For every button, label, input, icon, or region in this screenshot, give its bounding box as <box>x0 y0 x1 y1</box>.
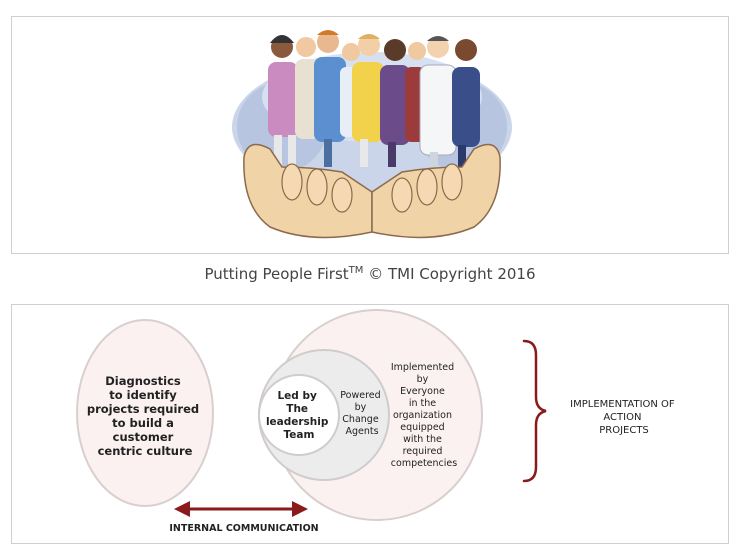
diagram-panel: Diagnostics to identify projects require… <box>11 304 729 544</box>
caption-copyright: © TMI Copyright 2016 <box>363 265 536 283</box>
change-agents-line: by <box>355 402 367 413</box>
change-agents-text: Powered by Change Agents <box>340 390 383 437</box>
diagnostics-line: projects required <box>87 402 199 416</box>
everyone-text: Implemented by Everyone in the organizat… <box>391 362 457 469</box>
everyone-line: required <box>403 446 443 457</box>
culture-diagram: Diagnostics to identify projects require… <box>76 309 678 534</box>
everyone-line: with the <box>403 434 442 445</box>
implementation-text: IMPLEMENTATION OF ACTION PROJECTS <box>570 399 678 436</box>
diagnostics-line: centric culture <box>98 444 193 458</box>
everyone-line: Everyone <box>400 386 445 397</box>
curly-brace-icon <box>522 339 547 483</box>
change-agents-line: Powered <box>340 390 380 401</box>
caption-text: Putting People First <box>204 265 349 283</box>
everyone-line: organization <box>393 410 452 421</box>
leadership-line: The <box>286 403 308 415</box>
change-agents-line: Agents <box>345 426 378 437</box>
everyone-line: Implemented <box>391 362 454 373</box>
implementation-line: IMPLEMENTATION OF <box>570 399 675 410</box>
diagnostics-line: to identify <box>109 388 177 402</box>
illustration-panel <box>11 16 729 254</box>
leadership-circle <box>258 374 340 456</box>
leadership-line: leadership <box>266 416 329 428</box>
trademark-superscript: TM <box>348 265 364 276</box>
everyone-line: by <box>417 374 429 385</box>
everyone-line: equipped <box>400 422 444 433</box>
implementation-line: ACTION <box>603 412 641 423</box>
people-in-hands-illustration <box>232 30 512 239</box>
leadership-line: Led by <box>277 390 316 402</box>
implementation-line: PROJECTS <box>599 425 649 436</box>
diagnostics-line: Diagnostics <box>105 374 181 388</box>
crowd-of-people <box>268 30 480 170</box>
everyone-line: competencies <box>391 458 457 469</box>
diagnostics-line: customer <box>113 430 174 444</box>
diagnostics-text: Diagnostics to identify projects require… <box>87 374 203 458</box>
change-agents-line: Change <box>342 414 379 425</box>
double-arrow-icon <box>174 501 308 517</box>
diagnostics-circle <box>76 319 214 507</box>
leadership-text: Led by The leadership Team <box>266 390 332 441</box>
diagnostics-line: to build a <box>112 416 174 430</box>
leadership-line: Team <box>284 429 315 441</box>
illustration-caption: Putting People FirstTM © TMI Copyright 2… <box>0 265 740 283</box>
cupped-hands <box>243 143 501 239</box>
everyone-line: in the <box>409 398 436 409</box>
internal-communication-label: INTERNAL COMMUNICATION <box>169 523 318 534</box>
